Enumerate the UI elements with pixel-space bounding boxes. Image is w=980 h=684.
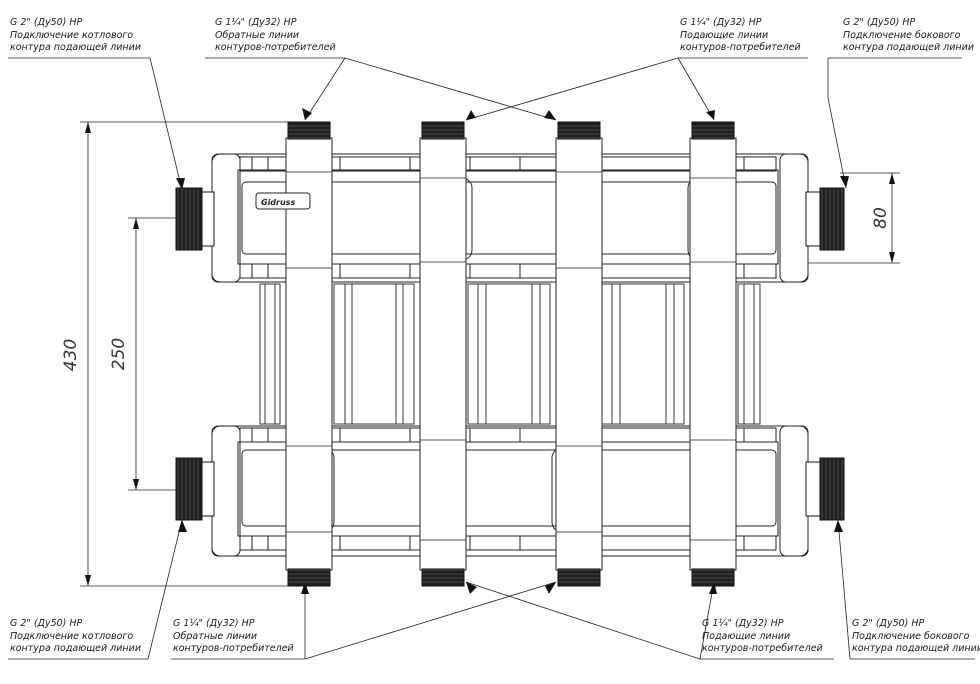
callout-description: Подключение бокового [852,630,970,642]
callout-description: Подключение бокового [843,29,961,41]
dimension-250: 250 [109,338,129,370]
callout-bottom-right: G 2" (Ду50) НР Подключение бокового конт… [852,618,980,656]
consumer-pipes [285,137,737,571]
callout-description: контуров-потребителей [173,643,294,654]
consumer-thread-ends [287,121,735,587]
callout-top-mid-right: G 1¼" (Ду32) НР Подающие линии контуров-… [680,17,801,55]
callout-description: контура подающей линии [10,42,141,53]
callout-thread-spec: G 2" (Ду50) НР [10,618,83,629]
callout-description: Подключение котлового [10,29,134,41]
callout-description: Обратные линии [173,630,258,642]
callout-top-mid-left: G 1¼" (Ду32) НР Обратные линии контуров-… [215,17,336,55]
callout-thread-spec: G 1¼" (Ду32) НР [702,618,784,629]
callout-thread-spec: G 1¼" (Ду32) НР [173,618,255,629]
callout-underlines [8,57,975,660]
callout-thread-spec: G 1¼" (Ду32) НР [215,17,297,28]
brand-logo: Gidruss [261,198,295,207]
callout-description: контура подающей линии [852,643,980,654]
leader-arrowheads [176,108,849,594]
callout-bottom-mid-left: G 1¼" (Ду32) НР Обратные линии контуров-… [173,618,294,656]
callout-description: Подключение котлового [10,630,134,642]
callout-description: Подающие линии [680,29,769,41]
callout-description: контура подающей линии [843,42,974,53]
callout-description: контура подающей линии [10,643,141,654]
callout-description: контуров-потребителей [215,42,336,53]
callout-top-left: G 2" (Ду50) НР Подключение котлового кон… [10,17,141,55]
callout-bottom-left: G 2" (Ду50) НР Подключение котлового кон… [10,618,141,656]
callout-description: Подающие линии [702,630,791,642]
dimension-arrowheads [85,122,895,586]
callout-thread-spec: G 1¼" (Ду32) НР [680,17,762,28]
dimension-lines [80,121,900,587]
callout-bottom-mid-right: G 1¼" (Ду32) НР Подающие линии контуров-… [702,618,823,656]
leader-lines [147,57,851,660]
side-ports [175,187,845,521]
brand-plate [255,192,311,210]
callout-thread-spec: G 2" (Ду50) НР [10,17,83,28]
callout-thread-spec: G 2" (Ду50) НР [843,17,916,28]
callout-description: контуров-потребителей [680,42,801,53]
tie-rods [259,283,761,425]
dimension-80: 80 [871,207,891,229]
callout-description: контуров-потребителей [702,643,823,654]
dimension-430: 430 [61,339,81,371]
callout-description: Обратные линии [215,29,300,41]
pipe-details [286,171,736,541]
callout-top-right: G 2" (Ду50) НР Подключение бокового конт… [843,17,974,55]
callout-thread-spec: G 2" (Ду50) НР [852,618,925,629]
